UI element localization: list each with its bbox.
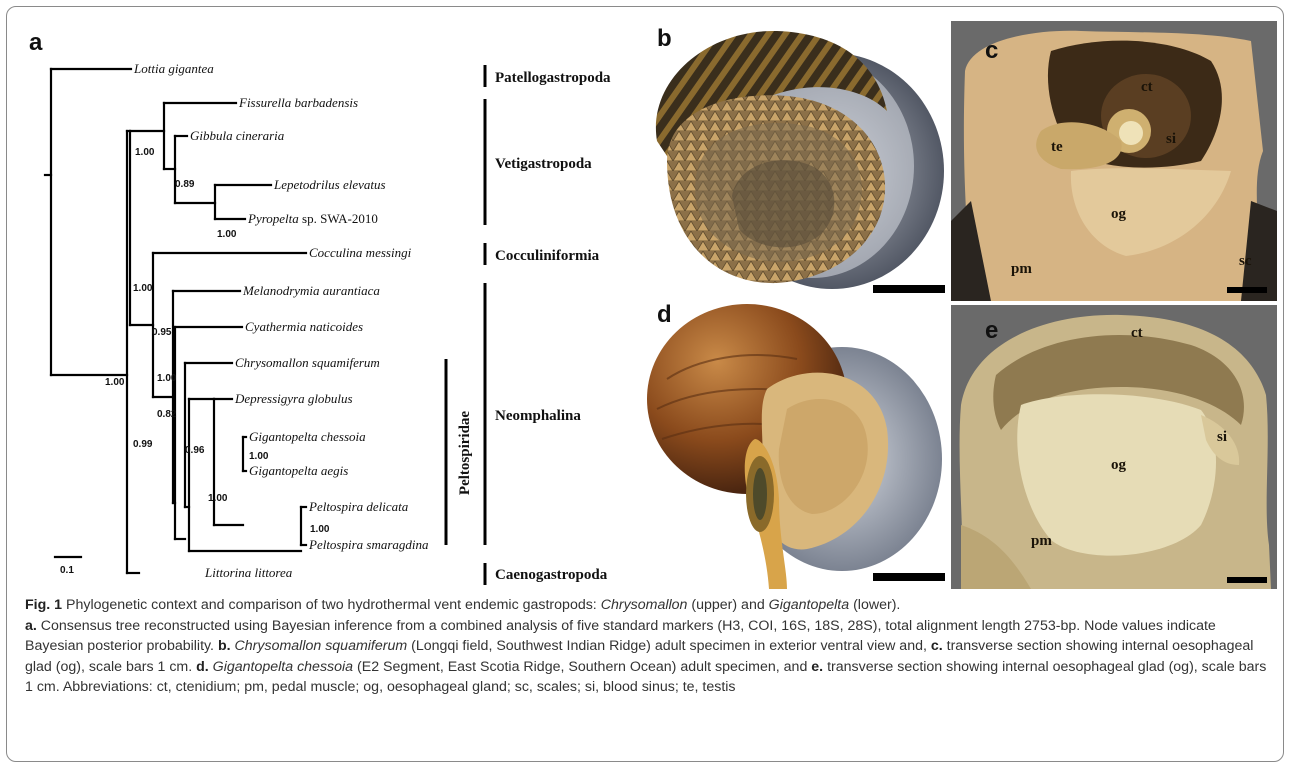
taxon-label: Cocculina messingi [309, 245, 412, 260]
taxon-label: Lepetodrilus elevatus [273, 177, 386, 192]
node-value: 1.00 [310, 524, 330, 535]
node-value: 0.99 [133, 439, 153, 450]
caption-panel-ref: d. [196, 659, 209, 675]
node-value: 1.00 [135, 147, 155, 158]
label-og: og [1111, 457, 1126, 474]
scale-bar-d [873, 573, 945, 581]
group-label-patellogastropoda: Patellogastropoda [495, 70, 611, 86]
label-pm: pm [1011, 261, 1032, 278]
scale-bar-label: 0.1 [60, 565, 74, 576]
taxon-label: Pyropelta sp. SWA-2010 [247, 211, 378, 226]
taxon-label: Depressigyra globulus [234, 391, 353, 406]
caption-fig-label: Fig. 1 [25, 597, 62, 613]
family-label-peltospiridae: Peltospiridae [457, 411, 473, 495]
node-value: 0.96 [185, 445, 205, 456]
group-label-neomphalina: Neomphalina [495, 408, 581, 424]
group-labels: Patellogastropoda Vetigastropoda Cocculi… [457, 70, 611, 583]
figure-caption: Fig. 1 Phylogenetic context and comparis… [25, 595, 1275, 698]
label-si: si [1217, 429, 1227, 446]
taxon-label: Peltospira delicata [308, 499, 409, 514]
taxon-label: Melanodrymia aurantiaca [242, 283, 380, 298]
caption-genus: Gigantopelta [769, 597, 849, 613]
group-label-cocculiniformia: Cocculiniformia [495, 248, 600, 264]
panel-label-b: b [657, 25, 672, 53]
node-value: 0.82 [157, 409, 177, 420]
taxon-label: Fissurella barbadensis [238, 95, 358, 110]
taxon-label: Chrysomallon squamiferum [235, 355, 380, 370]
group-label-caenogastropoda: Caenogastropoda [495, 567, 608, 583]
taxon-label: Peltospira smaragdina [308, 537, 429, 552]
caption-genus: Chrysomallon [601, 597, 688, 613]
panel-label-c: c [985, 37, 998, 65]
label-ct: ct [1131, 325, 1143, 342]
figure-frame: a [6, 6, 1284, 762]
caption-body: a. Consensus tree reconstructed using Ba… [25, 616, 1275, 698]
caption-panel-ref: a. [25, 618, 37, 634]
caption-text: (lower). [849, 597, 900, 613]
scale-bar-e [1227, 577, 1267, 583]
group-bars [446, 65, 485, 585]
photo-chrysomallon-shell: b [637, 21, 949, 297]
taxon-label: Cyathermia naticoides [245, 319, 363, 334]
panel-label-e: e [985, 317, 998, 345]
photo-gigantopelta-section: e ct si og pm [951, 305, 1277, 589]
label-ct: ct [1141, 79, 1153, 96]
group-label-vetigastropoda: Vetigastropoda [495, 156, 592, 172]
phylogenetic-tree: Lottia gigantea Fissurella barbadensis G… [7, 7, 647, 587]
caption-text: (Longqi field, Southwest Indian Ridge) a… [407, 638, 931, 654]
photo-gigantopelta-shell: d [637, 299, 949, 589]
label-te: te [1051, 139, 1063, 156]
label-og: og [1111, 206, 1126, 223]
taxon-label: Lottia gigantea [133, 61, 214, 76]
taxon-label: Littorina littorea [204, 565, 293, 580]
caption-species: Gigantopelta chessoia [213, 659, 353, 675]
caption-species: Chrysomallon squamiferum [235, 638, 408, 654]
node-value: 0.89 [175, 179, 195, 190]
photo-chrysomallon-section: c ct si te og pm sc [951, 21, 1277, 301]
node-value: 1.00 [157, 373, 177, 384]
node-value: 1.00 [208, 493, 228, 504]
caption-panel-ref: e. [811, 659, 823, 675]
caption-panel-ref: b. [218, 638, 231, 654]
node-value: 1.00 [105, 377, 125, 388]
label-sc: sc [1239, 253, 1252, 270]
scale-bar-c [1227, 287, 1267, 293]
panel-label-d: d [657, 301, 672, 329]
caption-text: (E2 Segment, East Scotia Ridge, Southern… [353, 659, 811, 675]
label-si: si [1166, 131, 1176, 148]
taxon-label: Gibbula cineraria [190, 128, 285, 143]
taxon-label: Gigantopelta aegis [249, 463, 348, 478]
node-value: 1.00 [249, 451, 269, 462]
caption-panel-ref: c. [931, 638, 943, 654]
node-value: 1.00 [217, 229, 237, 240]
taxon-label: Gigantopelta chessoia [249, 429, 366, 444]
caption-text: (upper) and [687, 597, 768, 613]
caption-title: Fig. 1 Phylogenetic context and comparis… [25, 595, 1275, 616]
node-value: 1.00 [133, 283, 153, 294]
label-pm: pm [1031, 533, 1052, 550]
caption-text: Phylogenetic context and comparison of t… [62, 597, 601, 613]
node-value: 0.95 [152, 327, 172, 338]
scale-bar-b [873, 285, 945, 293]
tree-taxa: Lottia gigantea Fissurella barbadensis G… [133, 61, 429, 580]
